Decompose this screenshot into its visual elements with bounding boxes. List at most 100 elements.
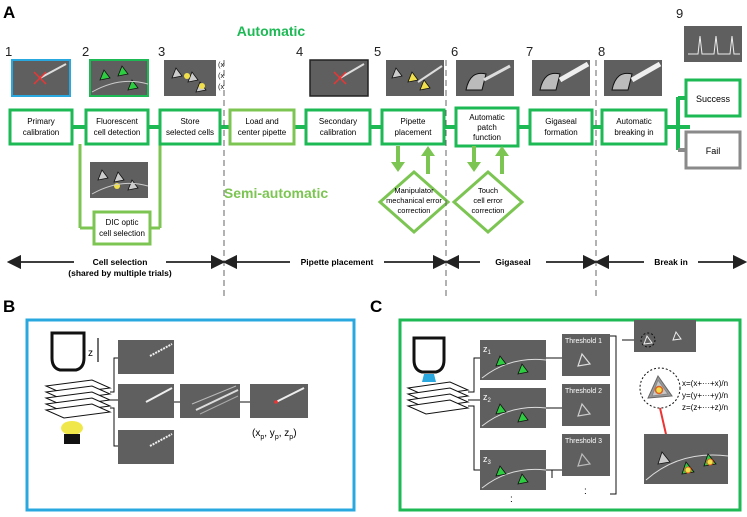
outcome-success: Success [684, 78, 742, 118]
phase-pipette-placement: Pipette placement [301, 257, 374, 267]
step-number: 2 [82, 44, 89, 59]
step-box-secondary-calibration: Secondary calibration [304, 108, 372, 146]
slice-ellipsis: : [510, 494, 513, 505]
z-axis-label: z [88, 348, 93, 359]
centroid-formulas: x=(x+···+x)/n y=(y+···+y)/n z=(z+···+z)/… [682, 379, 728, 412]
svg-text:Threshold 3: Threshold 3 [565, 438, 602, 445]
threshold-image-2: Threshold 2 [562, 384, 610, 426]
svg-text:Fluorescent: Fluorescent [96, 117, 139, 126]
svg-text:calibration: calibration [23, 128, 59, 137]
slice-connector-lines [468, 335, 634, 495]
thumb-dic-selection [90, 162, 149, 198]
svg-text:correction: correction [398, 206, 431, 215]
image-connector-lines [110, 357, 250, 447]
step-number: 5 [374, 44, 381, 59]
thumb-primary-calibration [11, 59, 71, 97]
svg-text:Fail: Fail [706, 146, 721, 156]
step-box-patch-function: Automatic patch function [454, 106, 520, 148]
outcome-fail: Fail [684, 130, 742, 170]
svg-text:calibration: calibration [320, 128, 356, 137]
svg-text:z=(z+···+z)/n: z=(z+···+z)/n [682, 403, 728, 412]
panel-c-letter: C [370, 297, 382, 316]
phase-gigaseal: Gigaseal [495, 257, 530, 267]
svg-text:cell error: cell error [473, 196, 503, 205]
svg-text:Touch: Touch [478, 186, 498, 195]
svg-text:selected cells: selected cells [166, 128, 214, 137]
thumb-patch-function [456, 60, 514, 96]
step-number: 9 [676, 6, 683, 21]
svg-text:correction: correction [472, 206, 505, 215]
svg-text:DIC optic: DIC optic [106, 218, 139, 227]
svg-text:Secondary: Secondary [319, 117, 357, 126]
centroid-zoom [639, 367, 681, 409]
svg-text:Automatic: Automatic [469, 113, 505, 122]
svg-text:center pipette: center pipette [238, 128, 287, 137]
step-number: 3 [158, 44, 165, 59]
svg-text:function: function [473, 133, 501, 142]
thumb-fluorescent-detection [89, 59, 149, 97]
phase-break-in: Break in [654, 257, 688, 267]
phase-labels: Cell selection (shared by multiple trial… [68, 257, 688, 278]
merged-image [180, 384, 240, 418]
objective-lens-icon [50, 331, 86, 372]
light-source-icon [61, 421, 83, 444]
panel-a-letter: A [3, 3, 15, 22]
stack-image-1 [118, 340, 174, 374]
svg-text:(x: (x [218, 60, 224, 69]
contour-image [634, 320, 696, 352]
correction-arrows-2 [467, 146, 509, 174]
z-stack-icon-c [406, 381, 470, 415]
z-stack-icon [44, 379, 112, 419]
thumb-gigaseal [532, 60, 590, 96]
semi-automatic-label: Semi-automatic [224, 185, 328, 201]
threshold-image-1: Threshold 1 [562, 334, 610, 376]
svg-text:Pipette: Pipette [401, 117, 426, 126]
stack-image-3 [118, 430, 174, 464]
slice-label-2: z2 [483, 392, 492, 404]
svg-text:(x: (x [218, 82, 224, 91]
slice-image-3 [480, 450, 547, 490]
diamond-touch-correction: Touch cell error correction [451, 169, 525, 235]
thumb-pipette-placement [386, 60, 444, 96]
step-numbers: 1 2 3 4 5 6 7 8 9 [5, 6, 683, 59]
svg-text:Success: Success [696, 94, 731, 104]
step-number: 8 [598, 44, 605, 59]
svg-text:formation: formation [544, 128, 577, 137]
slice-label-3: z3 [483, 454, 492, 466]
step-box-load-pipette: Load and center pipette [228, 108, 296, 146]
semi-box-dic: DIC optic cell selection [92, 210, 152, 246]
step-box-store-cells: Store selected cells [158, 108, 222, 146]
panel-b-letter: B [3, 297, 15, 316]
step-box-primary-calibration: Primary calibration [8, 108, 74, 146]
threshold-image-3: Threshold 3 [562, 434, 610, 476]
threshold-ellipsis: : [584, 486, 587, 497]
slice-label-1: z1 [483, 344, 492, 356]
slice-image-2 [480, 388, 547, 428]
diamond-manipulator-correction: Manipulator mechanical error correction [377, 169, 451, 235]
svg-text:y=(y+···+y)/n: y=(y+···+y)/n [682, 391, 728, 400]
phase-cell-selection-sub: (shared by multiple trials) [68, 268, 172, 278]
step-number: 6 [451, 44, 458, 59]
step-box-fluorescent-detection: Fluorescent cell detection [84, 108, 150, 146]
svg-text:cell detection: cell detection [94, 128, 141, 137]
final-cell-image [644, 434, 729, 484]
svg-text:breaking in: breaking in [614, 128, 653, 137]
svg-text:Automatic: Automatic [616, 117, 652, 126]
svg-text:cell selection: cell selection [99, 229, 145, 238]
svg-text:(x: (x [218, 71, 224, 80]
step-number: 1 [5, 44, 12, 59]
thumb-secondary-calibration [309, 59, 369, 97]
svg-text:Threshold 2: Threshold 2 [565, 388, 602, 395]
coord-list: (x (x (x [218, 60, 224, 91]
svg-text:patch: patch [477, 123, 497, 132]
svg-text:Load and: Load and [245, 117, 278, 126]
svg-text:Gigaseal: Gigaseal [545, 117, 577, 126]
step-box-gigaseal: Gigaseal formation [528, 108, 594, 146]
tip-detected-image [250, 384, 308, 418]
step-box-break-in: Automatic breaking in [600, 108, 668, 146]
svg-text:Threshold 1: Threshold 1 [565, 338, 602, 345]
slice-image-1 [480, 340, 547, 380]
phase-cell-selection: Cell selection [93, 257, 148, 267]
step-number: 4 [296, 44, 303, 59]
pipette-tip-coordinates: (xp, yp, zp) [252, 428, 297, 441]
